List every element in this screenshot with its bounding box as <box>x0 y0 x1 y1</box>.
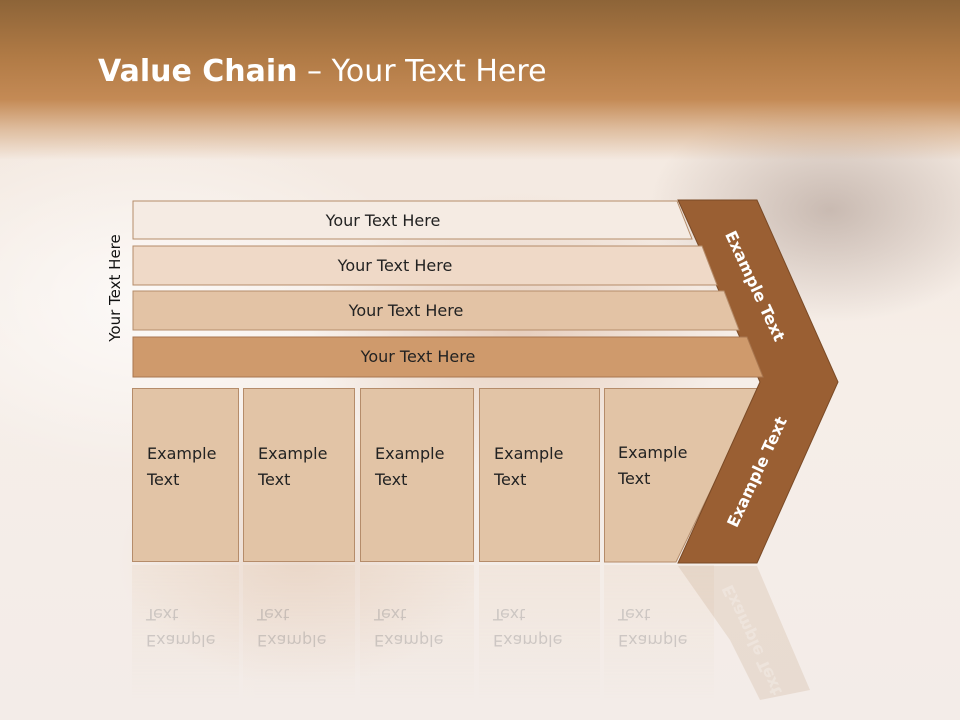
bar-label-2: Your Text Here <box>337 255 453 275</box>
box-2-line1: Example <box>258 444 328 463</box>
activity-box-5: Example Text <box>604 388 764 563</box>
support-bar-1: Your Text Here <box>132 200 694 240</box>
bar-shape-3 <box>132 290 740 331</box>
bar-label-1: Your Text Here <box>325 210 441 230</box>
box-5-line1: Example <box>618 443 688 462</box>
bar-shape-4 <box>132 336 764 378</box>
support-bar-3: Your Text Here <box>132 290 740 331</box>
box-5-shape <box>604 388 761 563</box>
bar-shape-1 <box>132 200 693 240</box>
bar-label-3: Your Text Here <box>348 300 464 320</box>
box-4-line1: Example <box>494 444 564 463</box>
box-5-line2: Text <box>618 469 651 488</box>
activity-box-2: Example Text <box>243 388 355 562</box>
support-bar-4: Your Text Here <box>132 336 764 378</box>
chevron-reflection <box>678 566 810 700</box>
box-1-line1: Example <box>147 444 217 463</box>
chevron-shape <box>677 199 839 564</box>
title-bold: Value Chain <box>98 54 298 89</box>
activity-box-4: Example Text <box>479 388 600 562</box>
bar-label-4: Your Text Here <box>360 346 476 366</box>
title-rest: – Your Text Here <box>297 54 547 89</box>
box-3-line2: Text <box>375 470 408 489</box>
box-4-line2: Text <box>494 470 527 489</box>
activity-box-1: Example Text <box>132 388 239 562</box>
box-1-line2: Text <box>147 470 180 489</box>
box-3-line1: Example <box>375 444 445 463</box>
activity-box-3: Example Text <box>360 388 474 562</box>
title-bar <box>0 0 960 160</box>
box-2-line2: Text <box>258 470 291 489</box>
bar-shape-2 <box>132 245 718 286</box>
slide-title: Value Chain – Your Text Here <box>98 54 547 89</box>
support-bar-2: Your Text Here <box>132 245 718 286</box>
